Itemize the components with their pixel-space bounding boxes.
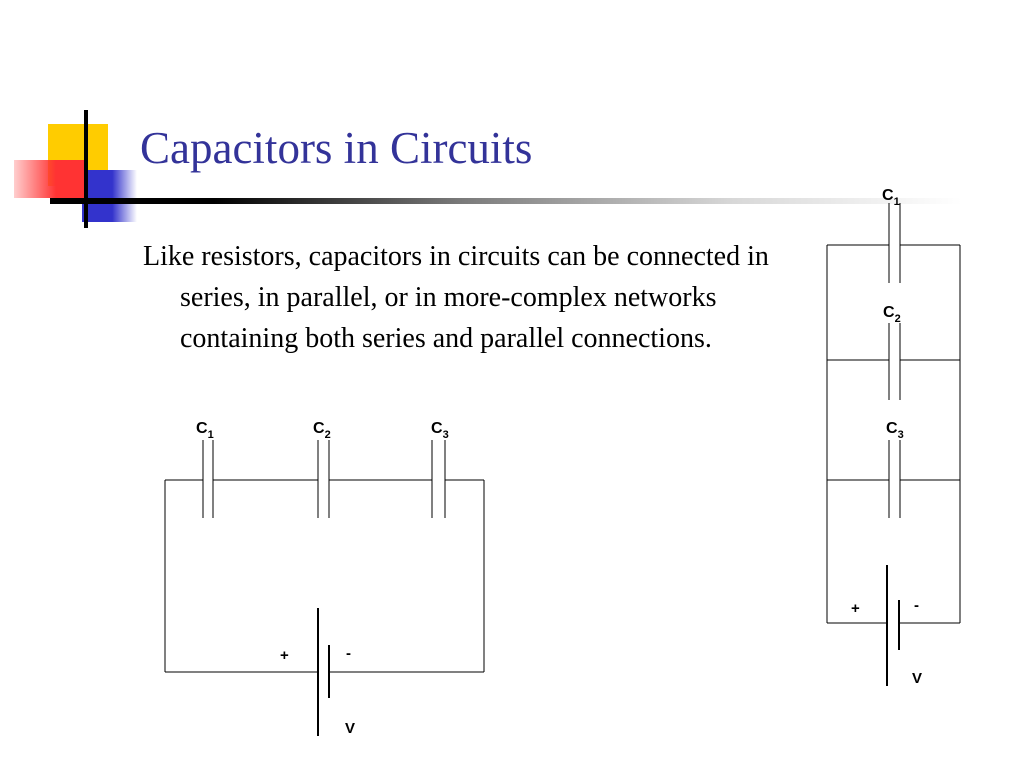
parallel-battery-minus-label: - — [914, 597, 919, 614]
series-voltage-label: V — [345, 720, 355, 737]
parallel-circuit — [826, 203, 961, 686]
parallel-battery-plus-label: + — [851, 600, 860, 617]
parallel-capacitor-3-label: C3 — [886, 420, 904, 441]
title-underline — [50, 198, 962, 204]
blue-square-decoration — [82, 170, 137, 222]
series-capacitor-3-label: C3 — [431, 420, 449, 441]
body-paragraph: Like resistors, capacitors in circuits c… — [143, 241, 769, 354]
series-capacitor-2-label: C2 — [313, 420, 331, 441]
vertical-line-decoration — [84, 110, 88, 228]
red-square-decoration — [14, 160, 84, 198]
series-circuit — [164, 440, 485, 736]
parallel-capacitor-2-label: C2 — [883, 304, 901, 325]
parallel-voltage-label: V — [912, 670, 922, 687]
decorative-logo — [0, 0, 150, 240]
slide-title: Capacitors in Circuits — [140, 123, 533, 173]
series-battery-plus-label: + — [280, 647, 289, 664]
series-capacitor-1-label: C1 — [196, 420, 214, 441]
parallel-capacitor-1-label: C1 — [882, 187, 900, 208]
series-battery-minus-label: - — [346, 645, 351, 662]
